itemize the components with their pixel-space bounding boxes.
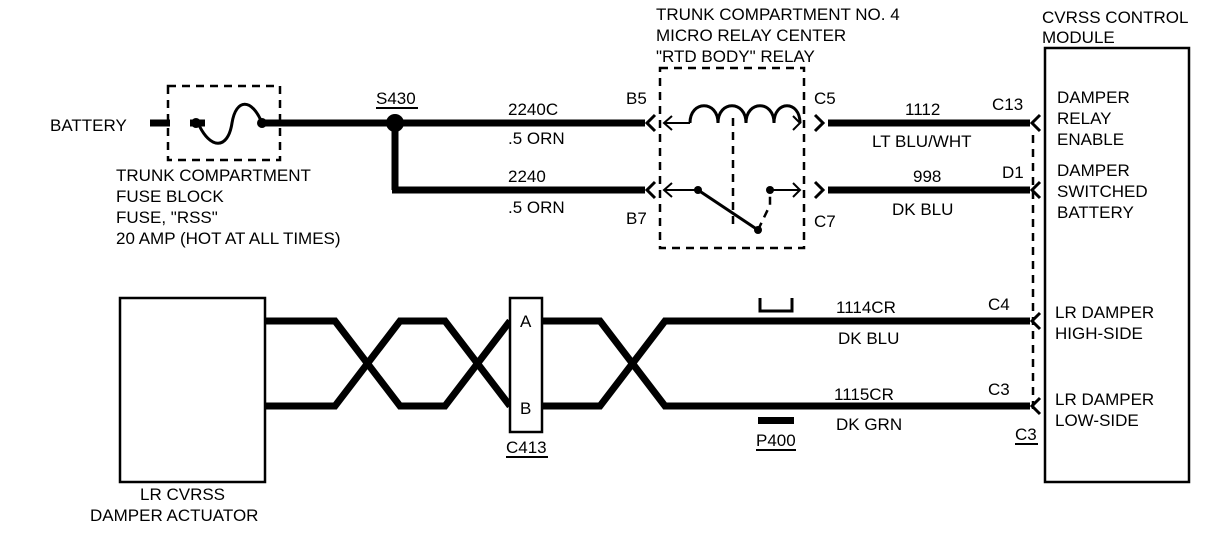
- pin-c5-label: C5: [814, 89, 836, 108]
- cvrss-control-module: CVRSS CONTROL MODULE C13 D1 C4 C3 C3 DAM…: [988, 8, 1191, 484]
- twisted-pair-left: [265, 317, 513, 410]
- pin-c13-label: C13: [992, 95, 1023, 114]
- relay-center-label-3: "RTD BODY" RELAY: [656, 47, 815, 66]
- wire-1112-number: 1112: [905, 100, 940, 119]
- splice-s430: S430: [262, 89, 645, 194]
- relay-center-label-2: MICRO RELAY CENTER: [656, 26, 846, 45]
- high-side-label-2: HIGH-SIDE: [1055, 324, 1143, 343]
- pin-c3-connector: [1029, 396, 1042, 416]
- wire-1114-color: DK BLU: [838, 329, 899, 348]
- fuse-terminal-left: [191, 118, 201, 128]
- connector-c3-label: C3: [1015, 425, 1037, 444]
- fuse-block: TRUNK COMPARTMENT FUSE BLOCK FUSE, "RSS"…: [116, 84, 341, 248]
- pin-c4-label: C4: [988, 295, 1010, 314]
- connector-c413-label: C413: [506, 438, 547, 457]
- actuator-label-1: LR CVRSS: [140, 485, 225, 504]
- wire-1115-number: 1115CR: [834, 385, 894, 404]
- pin-d1-label: D1: [1002, 163, 1024, 182]
- pin-b7-connector: [644, 180, 657, 200]
- pin-d1-connector: [1029, 180, 1042, 200]
- switched-label-2: SWITCHED: [1057, 182, 1148, 201]
- wire-998-number: 998: [913, 167, 941, 186]
- pin-c3-label: C3: [988, 380, 1010, 399]
- relay-coil: [688, 104, 802, 124]
- relay-enable-label-3: ENABLE: [1057, 130, 1124, 149]
- connector-p400-label: P400: [756, 431, 796, 450]
- fuse-block-label-3: FUSE, "RSS": [116, 208, 218, 227]
- connector-c413: A B C413: [506, 296, 548, 458]
- fuse-block-label-4: 20 AMP (HOT AT ALL TIMES): [116, 229, 341, 248]
- wire-2240c-color: .5 ORN: [508, 129, 565, 148]
- relay-enable-label-2: RELAY: [1057, 109, 1112, 128]
- pin-b7-label: B7: [626, 209, 647, 228]
- battery-label: BATTERY: [50, 116, 127, 135]
- pin-c4-connector: [1029, 311, 1042, 331]
- pin-c7-label: C7: [814, 212, 836, 231]
- connector-p400: P400: [756, 298, 796, 451]
- pin-c5-connector: [813, 113, 826, 133]
- relay-enable-label-1: DAMPER: [1057, 88, 1130, 107]
- twisted-pair-right: [542, 317, 1030, 410]
- high-side-label-1: LR DAMPER: [1055, 303, 1154, 322]
- connector-a-label: A: [520, 312, 532, 331]
- wire-2240-color: .5 ORN: [508, 198, 565, 217]
- wire-998-color: DK BLU: [892, 200, 953, 219]
- battery-feed: BATTERY: [50, 116, 205, 135]
- wire-2240-number: 2240: [508, 167, 546, 186]
- switched-label-3: BATTERY: [1057, 203, 1134, 222]
- damper-actuator: LR CVRSS DAMPER ACTUATOR: [90, 296, 267, 525]
- pin-b5-label: B5: [626, 89, 647, 108]
- pin-c13-connector: [1029, 113, 1042, 133]
- wire-2240c-number: 2240C: [508, 100, 558, 119]
- wire-1115-color: DK GRN: [836, 415, 902, 434]
- wire-1112-color: LT BLU/WHT: [872, 132, 972, 151]
- module-label-1: CVRSS CONTROL: [1042, 8, 1188, 27]
- fuse-block-label-2: FUSE BLOCK: [116, 187, 224, 206]
- shield-marker-top: [758, 298, 794, 313]
- switched-label-1: DAMPER: [1057, 161, 1130, 180]
- fuse-symbol: [196, 102, 264, 145]
- wire-1114-number: 1114CR: [836, 298, 896, 317]
- relay-center-label-1: TRUNK COMPARTMENT NO. 4: [656, 5, 900, 24]
- connector-b-label: B: [520, 399, 531, 418]
- module-label-2: MODULE: [1042, 28, 1115, 47]
- pin-b5-connector: [644, 113, 657, 133]
- low-side-label-2: LOW-SIDE: [1055, 411, 1139, 430]
- relay-center: TRUNK COMPARTMENT NO. 4 MICRO RELAY CENT…: [626, 5, 900, 250]
- low-side-label-1: LR DAMPER: [1055, 390, 1154, 409]
- actuator-label-2: DAMPER ACTUATOR: [90, 506, 258, 525]
- pin-c7-connector: [813, 180, 826, 200]
- fuse-block-label-1: TRUNK COMPARTMENT: [116, 166, 311, 185]
- splice-label: S430: [376, 89, 416, 108]
